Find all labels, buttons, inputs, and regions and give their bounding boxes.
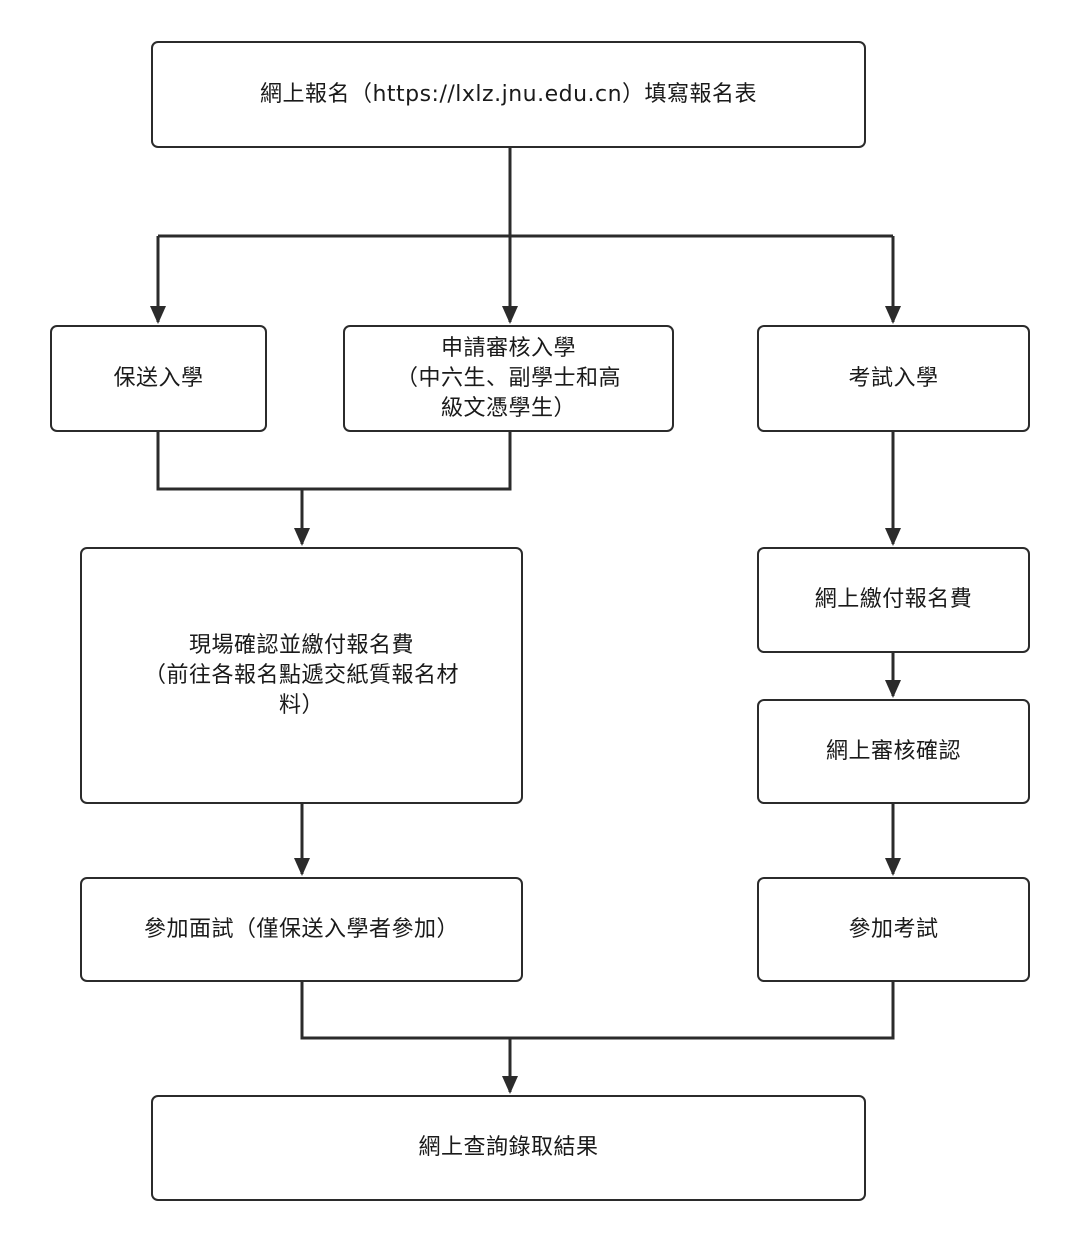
apply-label-line2: （中六生、副學士和高	[395, 365, 621, 391]
interview-label: 參加面試（僅保送入學者參加）	[143, 916, 459, 942]
arrowhead-onsite	[294, 528, 310, 546]
review-online-box: 網上審核確認	[757, 699, 1030, 804]
apply-label-line3: 級文憑學生）	[440, 395, 576, 421]
exam-admission-label: 考試入學	[848, 365, 939, 391]
arrowhead-pay-online	[885, 528, 901, 546]
recommend-label: 保送入學	[113, 365, 204, 391]
result-label: 網上查詢錄取結果	[418, 1135, 599, 1160]
recommend-box: 保送入學	[50, 325, 267, 432]
onsite-label-line1: 現場確認並繳付報名費	[188, 632, 414, 658]
arrowhead-take-exam	[885, 858, 901, 876]
arrowhead-recommend	[150, 306, 166, 324]
review-online-label: 網上審核確認	[825, 738, 961, 764]
onsite-box: 現場確認並繳付報名費 （前往各報名點遞交紙質報名材 料）	[80, 547, 523, 804]
onsite-label-line2: （前往各報名點遞交紙質報名材	[143, 662, 459, 688]
interview-box: 參加面試（僅保送入學者參加）	[80, 877, 523, 982]
result-box: 網上查詢錄取結果	[151, 1095, 866, 1201]
arrowhead-review-online	[885, 680, 901, 698]
arrowhead-exam-admission	[885, 306, 901, 324]
take-exam-box: 參加考試	[757, 877, 1030, 982]
apply-label-line1: 申請審核入學	[440, 335, 576, 361]
register-label: 網上報名（https://lxlz.jnu.edu.cn）填寫報名表	[259, 81, 758, 107]
arrowhead-result	[502, 1076, 518, 1094]
take-exam-label: 參加考試	[848, 916, 939, 942]
onsite-label-line3: 料）	[278, 692, 324, 718]
arrowhead-apply	[502, 306, 518, 324]
connector-merge-bottom	[300, 982, 895, 1040]
register-box: 網上報名（https://lxlz.jnu.edu.cn）填寫報名表	[151, 41, 866, 148]
pay-online-box: 網上繳付報名費	[757, 547, 1030, 653]
apply-box: 申請審核入學 （中六生、副學士和高 級文憑學生）	[343, 325, 674, 432]
pay-online-label: 網上繳付報名費	[814, 587, 973, 612]
arrowhead-interview	[294, 858, 310, 876]
connector-merge-left	[156, 432, 512, 491]
exam-admission-box: 考試入學	[757, 325, 1030, 432]
